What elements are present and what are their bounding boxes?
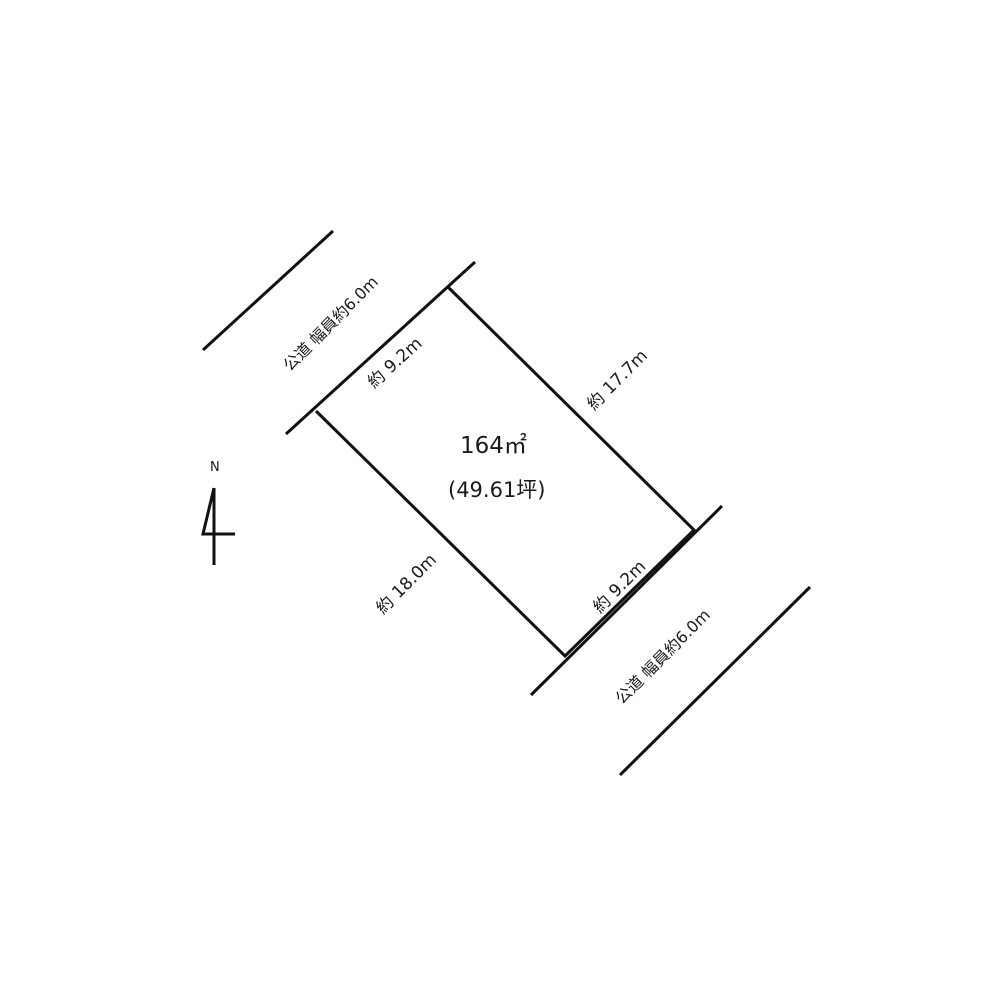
area-label: 164㎡: [460, 433, 527, 459]
lot-boundary: [314, 285, 697, 659]
area-tsubo-label: (49.61坪): [448, 478, 546, 502]
south-road-frontage-line: [529, 504, 724, 697]
east-edge-dimension: 約 17.7m: [583, 346, 651, 414]
north-road-outer-line: [201, 229, 335, 352]
north-arrow-icon: N: [201, 460, 235, 565]
west-edge-dimension: 約 18.0m: [372, 550, 440, 618]
south-road-label: 公道 幅員約6.0m: [611, 605, 714, 708]
north-label: N: [210, 460, 220, 475]
south-road-outer-line: [618, 585, 812, 777]
north-road-frontage-line: [284, 260, 477, 436]
north-edge-dimension: 約 9.2m: [364, 334, 426, 393]
